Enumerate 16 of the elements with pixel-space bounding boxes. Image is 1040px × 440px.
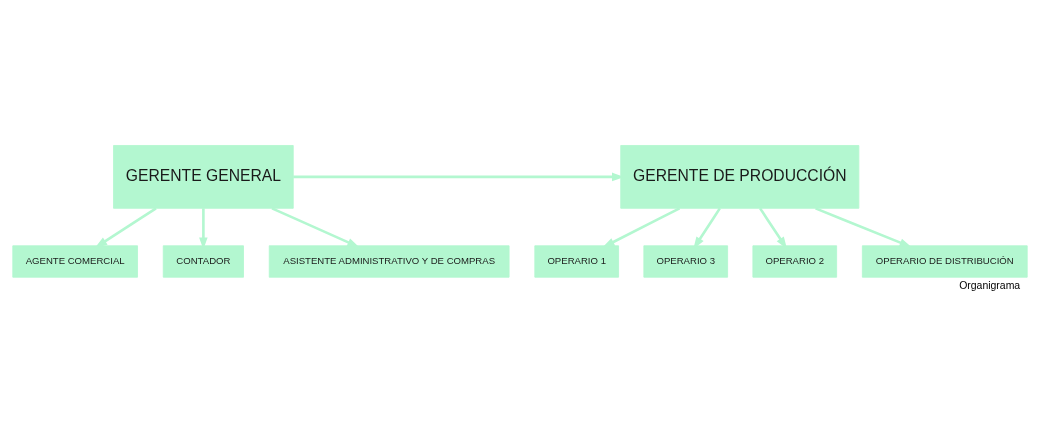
arrow bbox=[693, 207, 721, 249]
node-box: OPERARIO 1 bbox=[534, 244, 619, 278]
node-box: OPERARIO 3 bbox=[643, 244, 729, 278]
node-box: OPERARIO DE DISTRIBUCIÓN bbox=[861, 244, 1028, 278]
node-box: GERENTE DE PRODUCCIÓN bbox=[620, 144, 860, 209]
arrow bbox=[271, 206, 360, 247]
arrow bbox=[815, 206, 912, 247]
arrow bbox=[759, 207, 788, 249]
node-box: AGENTE COMERCIAL bbox=[12, 244, 138, 278]
arrow bbox=[602, 206, 681, 248]
node-box: ASISTENTE ADMINISTRATIVO Y DE COMPRAS bbox=[268, 244, 510, 278]
node-box: OPERARIO 2 bbox=[752, 244, 838, 278]
caption: Organigrama bbox=[959, 279, 1021, 291]
node-box: CONTADOR bbox=[162, 244, 244, 278]
arrow bbox=[95, 206, 157, 248]
node-box: GERENTE GENERAL bbox=[113, 144, 294, 209]
